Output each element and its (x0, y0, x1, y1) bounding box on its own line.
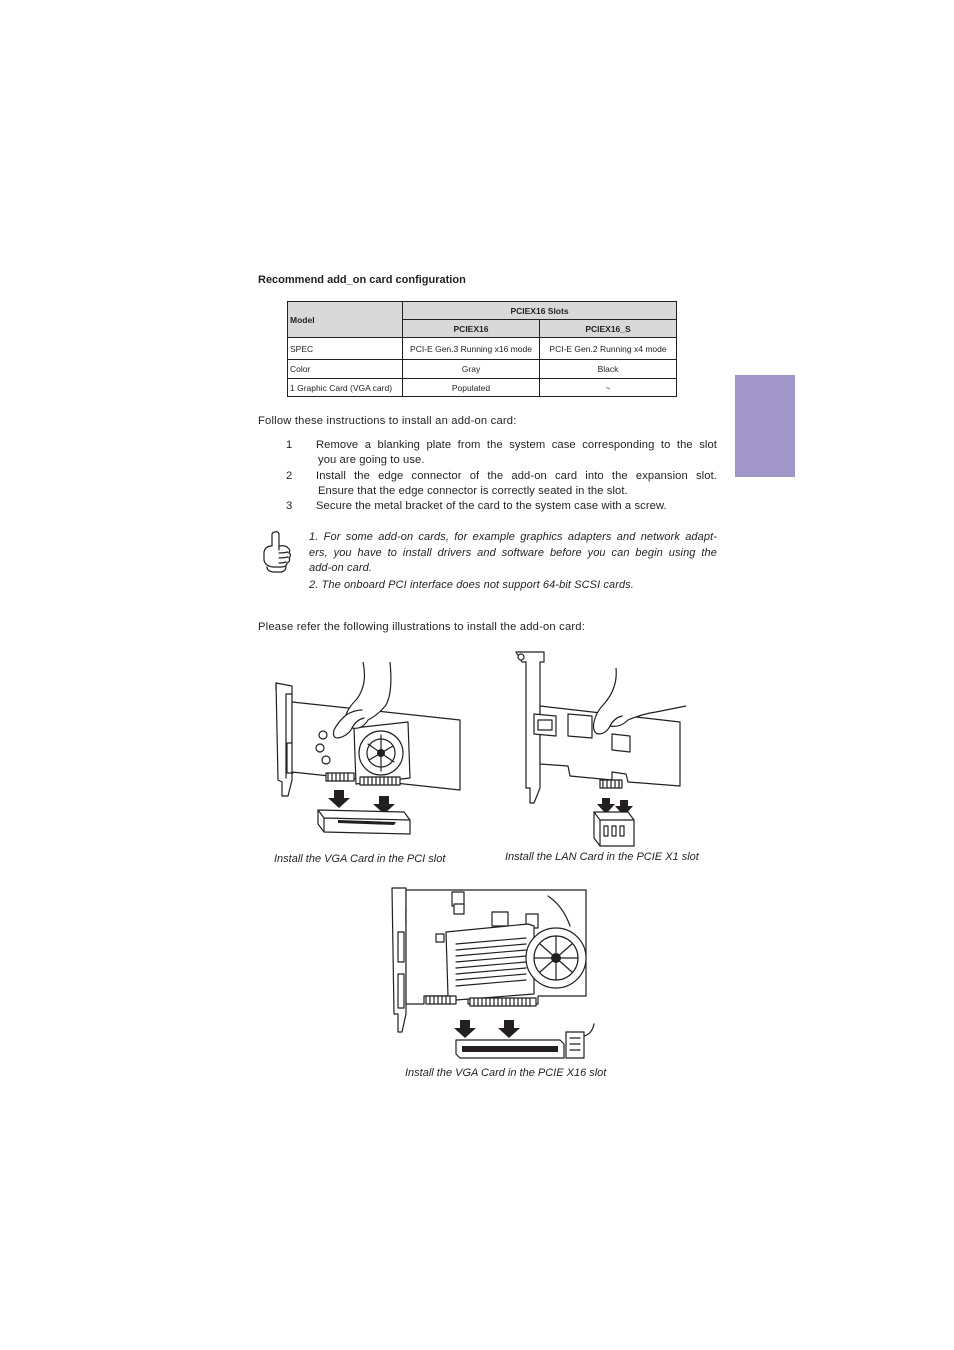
vga-pci-illustration (275, 661, 461, 835)
pointing-hand-icon (263, 531, 292, 573)
table-cell: PCI-E Gen.2 Running x4 mode (538, 337, 678, 360)
table-cell: Black (538, 359, 678, 379)
intro-text: Follow these instructions to install an … (258, 415, 517, 427)
config-table: Model PCIEX16 Slots PCIEX16 PCIEX16_S SP… (287, 301, 678, 397)
note-line: 2. The onboard PCI interface does not su… (309, 579, 634, 591)
row-label: 1 Graphic Card (VGA card) (287, 378, 403, 397)
note-line: add-on card. (309, 562, 372, 574)
step-number: 1 (286, 439, 293, 451)
step-text-continued: Ensure that the edge connector is correc… (318, 485, 628, 497)
caption-lan-pcie: Install the LAN Card in the PCIE X1 slot (505, 851, 699, 863)
side-tab (735, 375, 795, 477)
table-row: 1 Graphic Card (VGA card) Populated ~ (287, 378, 678, 397)
note-line: ers, you have to install drivers and sof… (309, 547, 717, 559)
table-cell: Populated (402, 378, 540, 397)
step-number: 3 (286, 500, 293, 512)
step-text: Install the edge connector of the add-on… (316, 470, 717, 482)
row-label: SPEC (287, 337, 403, 360)
table-cell: ~ (538, 378, 678, 397)
column-header-pciex16: PCIEX16 (402, 319, 540, 338)
section-title: Recommend add_on card configuration (258, 274, 466, 286)
step-text-continued: you are going to use. (318, 454, 425, 466)
table-row: SPEC PCI-E Gen.3 Running x16 mode PCI-E … (287, 337, 678, 360)
table-row: Color Gray Black (287, 359, 678, 379)
caption-vga-pcie-x16: Install the VGA Card in the PCIE X16 slo… (405, 1067, 607, 1079)
model-header: Model (287, 301, 403, 338)
illustrations-intro: Please refer the following illustrations… (258, 621, 586, 633)
table-cell: PCI-E Gen.3 Running x16 mode (402, 337, 540, 360)
note-line: 1. For some add-on cards, for example gr… (309, 531, 717, 543)
vga-pcie-x16-illustration (391, 887, 595, 1059)
step-number: 2 (286, 470, 293, 482)
lan-pcie-illustration (515, 651, 687, 847)
row-label: Color (287, 359, 403, 379)
step-text: Remove a blanking plate from the system … (316, 439, 717, 451)
column-header-pciex16-s: PCIEX16_S (538, 319, 678, 338)
step-text: Secure the metal bracket of the card to … (316, 500, 667, 512)
table-cell: Gray (402, 359, 540, 379)
slots-group-header: PCIEX16 Slots (401, 301, 678, 320)
caption-vga-pci: Install the VGA Card in the PCI slot (274, 853, 446, 865)
